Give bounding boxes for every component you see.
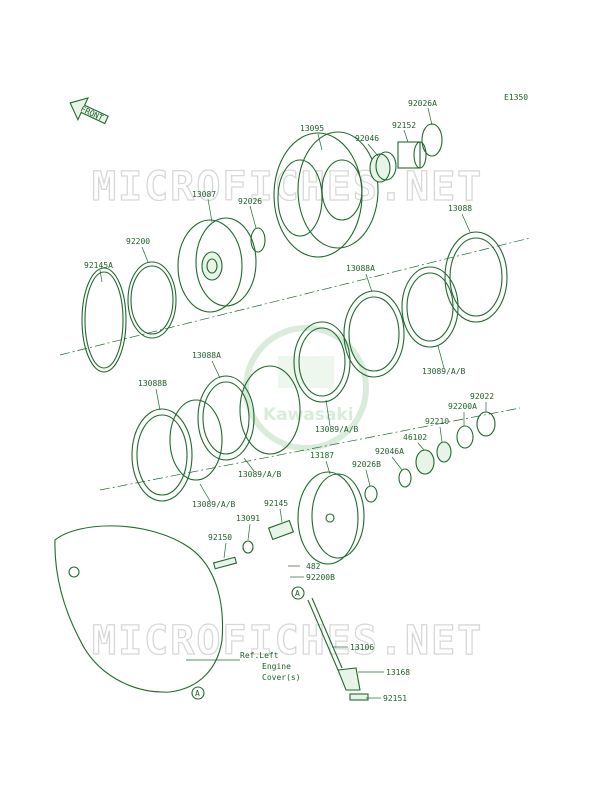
marker-a-cover <box>191 686 205 700</box>
leader-lines <box>99 107 487 699</box>
reference-note: Ref.Left Engine Cover(s) <box>240 651 301 682</box>
marker-a-cover-text: A <box>195 689 200 698</box>
part-label: 13088B <box>138 379 167 388</box>
diagram-code: E1350 <box>504 93 528 102</box>
part-label: 92026 <box>238 197 262 206</box>
nut-92210 <box>436 441 452 463</box>
steel-plate-lower <box>239 365 301 455</box>
washer-92026b <box>364 485 378 503</box>
left-engine-cover <box>54 525 224 693</box>
part-label: 13088A <box>346 264 375 273</box>
part-label: 13088 <box>448 204 472 213</box>
part-label: 13089/A/B <box>315 425 359 434</box>
bearing-46102 <box>415 449 435 475</box>
part-label: 13106 <box>350 643 374 652</box>
part-labels: 92026A 13095 92152 92046 13087 92026 922… <box>84 99 494 703</box>
front-arrow-icon: FRONT <box>69 97 109 125</box>
ref-line-3: Cover(s) <box>262 673 301 682</box>
part-label: 92145 <box>264 499 288 508</box>
friction-plate-13088a-lower <box>202 381 250 455</box>
bolt-92151 <box>349 693 369 701</box>
clutch-hub-13087 <box>177 217 257 313</box>
clutch-housing-13095 <box>273 131 379 258</box>
spring-92145 <box>267 519 295 541</box>
kawasaki-logo-watermark: Kawasaki <box>243 325 369 451</box>
marker-a-rod <box>291 586 305 600</box>
part-label: 13091 <box>236 514 260 523</box>
collar-92152 <box>397 141 421 169</box>
cup-13091 <box>242 540 254 554</box>
part-label: 92200 <box>126 237 150 246</box>
part-label: 13095 <box>300 124 324 133</box>
brand-text: Kawasaki <box>263 405 354 425</box>
push-rod-13106 <box>307 599 339 671</box>
part-label: 13087 <box>192 190 216 199</box>
washer-92200 <box>127 261 177 339</box>
pressure-plate-13187 <box>297 471 365 565</box>
marker-a-rod-text: A <box>295 589 300 598</box>
watermark-bottom: MICROFICHES.NET <box>92 618 483 664</box>
lever-13168 <box>337 667 361 691</box>
part-label: 13187 <box>310 451 334 460</box>
part-label: 13088A <box>192 351 221 360</box>
ref-line-1: Ref.Left <box>240 651 279 660</box>
steel-plate-bottom <box>169 399 223 481</box>
part-label: 13089/A/B <box>238 470 282 479</box>
part-label: 92200A <box>448 402 477 411</box>
part-label: 13089/A/B <box>422 367 466 376</box>
bearing-92046a <box>398 468 412 488</box>
part-label: 92200B <box>306 573 335 582</box>
washer-92026 <box>250 227 266 253</box>
part-label: 92145A <box>84 261 113 270</box>
watermark-top: MICROFICHES.NET <box>92 164 483 210</box>
circlip-92145a <box>81 267 127 373</box>
front-label: FRONT <box>79 104 105 122</box>
ref-line-2: Engine <box>262 662 291 671</box>
friction-plate-13088b <box>131 408 193 502</box>
washer-92022 <box>476 411 496 437</box>
bolt-92150 <box>212 556 238 570</box>
part-label: 13089/A/B <box>192 500 236 509</box>
part-label: 46102 <box>403 433 427 442</box>
steel-plate-upper <box>401 266 459 348</box>
part-label: 92210 <box>425 417 449 426</box>
part-label: 92046A <box>375 447 404 456</box>
part-label: 92026A <box>408 99 437 108</box>
part-label: 92152 <box>392 121 416 130</box>
part-label: 92022 <box>470 392 494 401</box>
part-label: 13168 <box>386 668 410 677</box>
part-label: 92150 <box>208 533 232 542</box>
part-label: 92026B <box>352 460 381 469</box>
part-label: 482 <box>306 562 321 571</box>
part-label: 92046 <box>355 134 379 143</box>
washer-92026a <box>421 123 443 157</box>
friction-plate-13088a-upper <box>343 290 405 378</box>
washer-92200a <box>456 425 474 449</box>
friction-plate-13088 <box>444 231 508 323</box>
steel-plate-mid <box>293 321 351 403</box>
part-label: 92151 <box>383 694 407 703</box>
